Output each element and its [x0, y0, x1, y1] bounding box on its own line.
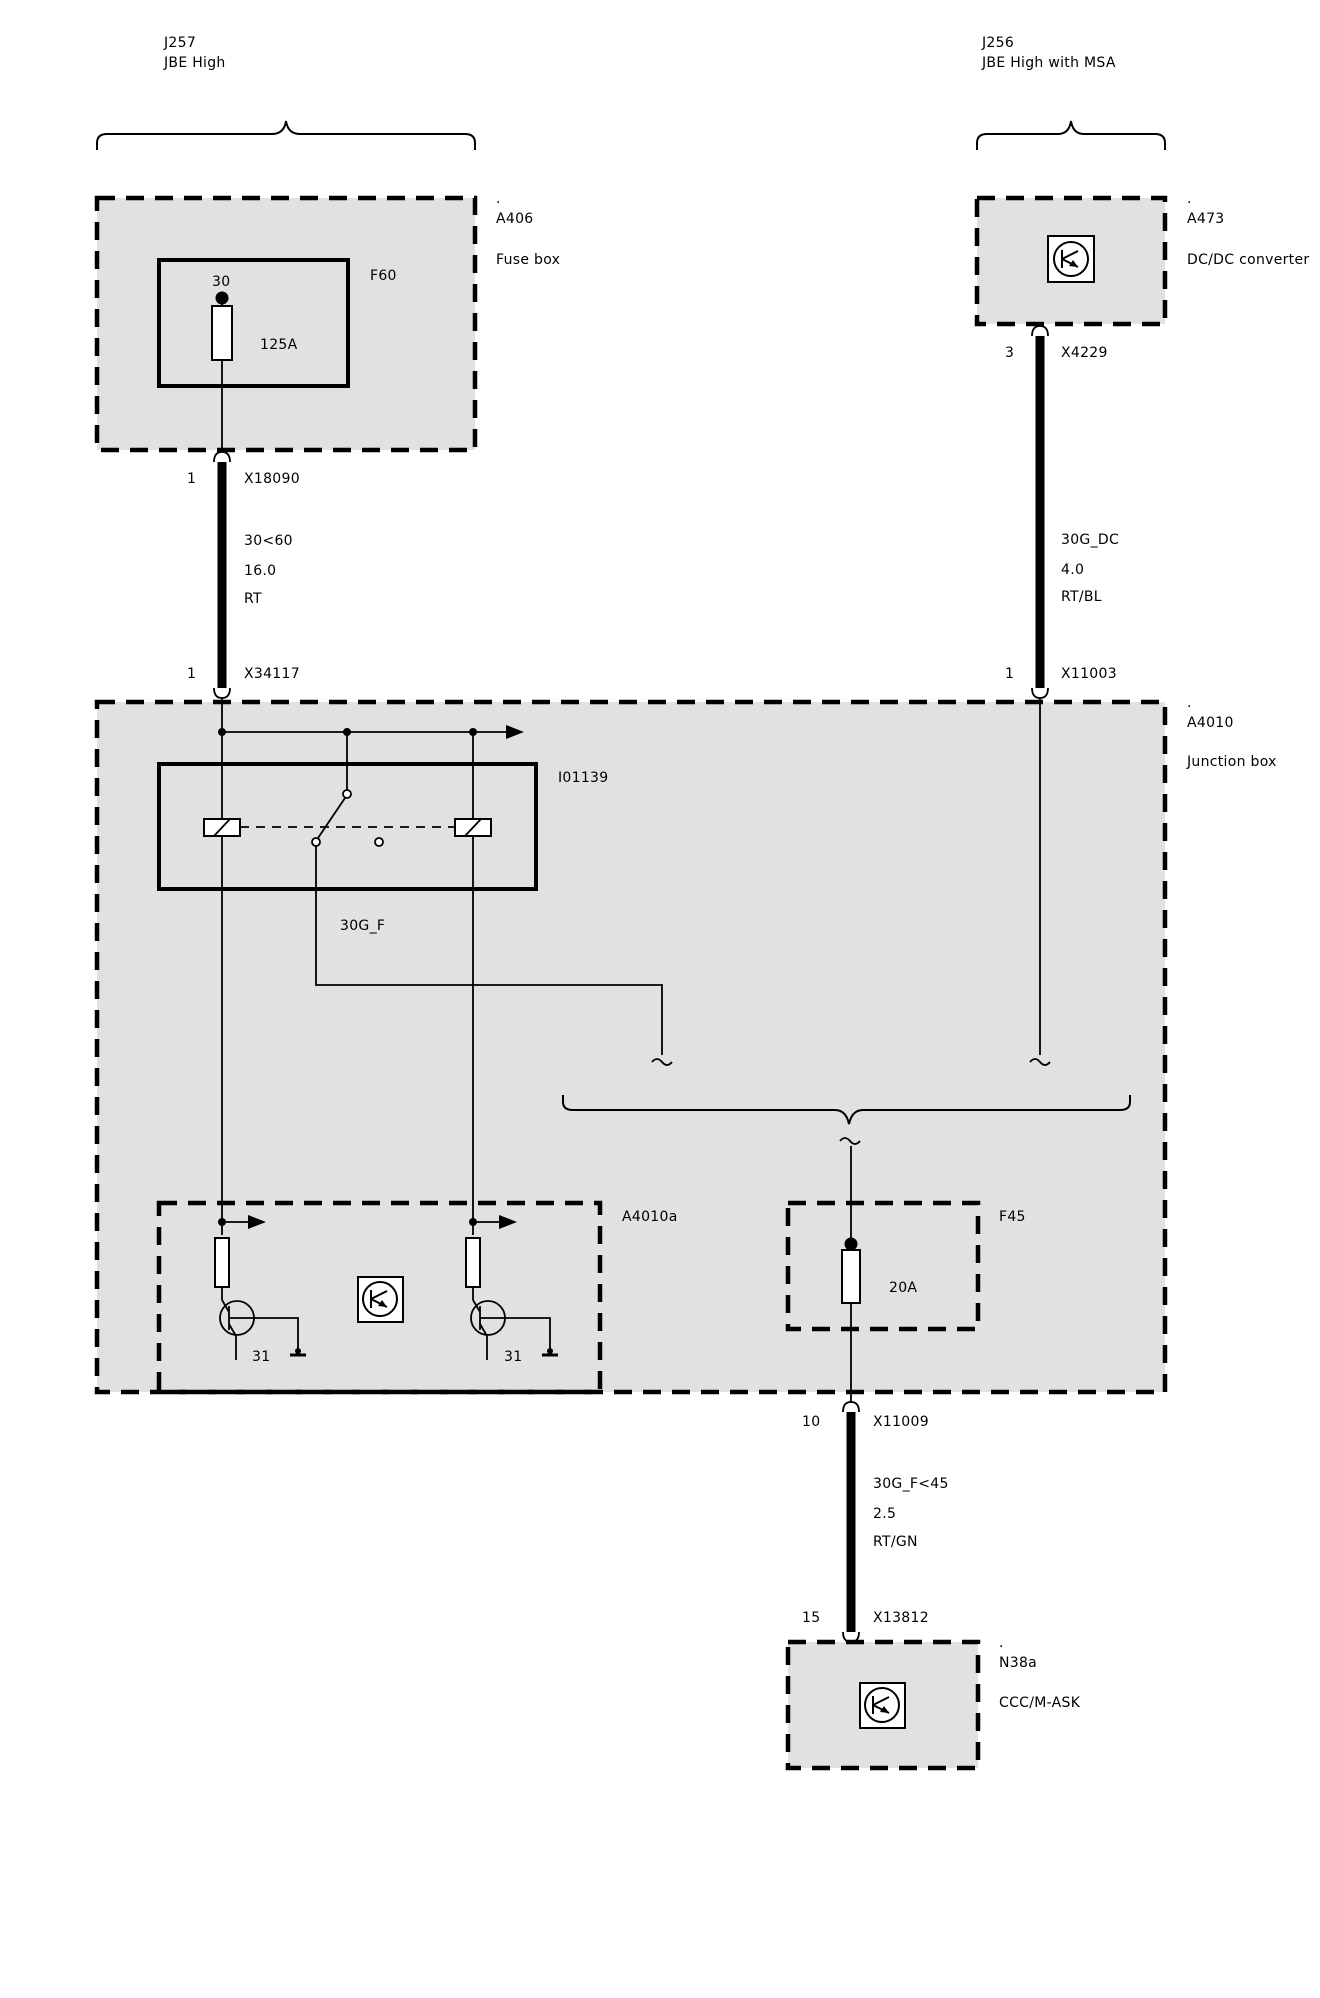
f45-id: F45 [999, 1209, 1026, 1225]
relay-id: I01139 [558, 770, 608, 786]
f45-fuse-outline [785, 1200, 981, 1332]
x34117-pin-icon [213, 687, 231, 699]
x4229-pin-icon [1031, 325, 1049, 337]
relay-switch-arm [317, 797, 346, 839]
ground-left-label: 31 [252, 1349, 270, 1365]
wire3-circuit: 30G_F<45 [873, 1476, 949, 1492]
x18090-pin: 1 [187, 471, 196, 487]
output-right-resistor-icon [465, 1237, 481, 1288]
x11009-id: X11009 [873, 1414, 929, 1430]
a4010a-outline [156, 1200, 603, 1395]
n38a-dot: . [999, 1635, 1004, 1651]
f45-fuse-icon [841, 1249, 861, 1304]
f60-terminal: 30 [212, 274, 230, 290]
x11003-id: X11003 [1061, 666, 1117, 682]
relay-contact-open-icon [374, 837, 384, 847]
output-left-resistor-icon [214, 1237, 230, 1288]
transistor-right-icon [470, 1287, 551, 1360]
transistor-left-icon [219, 1287, 299, 1360]
feed-bus-arrow-icon [506, 725, 524, 739]
wire2-size: 4.0 [1061, 562, 1084, 578]
ground-right-icon [542, 1348, 558, 1357]
f45-terminal-dot [844, 1237, 858, 1251]
output-left-arrow-icon [248, 1215, 266, 1229]
junction-dot [218, 728, 226, 736]
x11009-pin-icon [842, 1401, 860, 1413]
wire3-color: RT/GN [873, 1534, 918, 1550]
x13812-id: X13812 [873, 1610, 929, 1626]
wire-30g-f-break-icon [651, 1058, 673, 1066]
f60-fuse-frame [157, 258, 350, 388]
x18090-pin-icon [213, 451, 231, 463]
wire-30g-dc-break-icon [1029, 1058, 1051, 1066]
f45-rating: 20A [889, 1280, 917, 1296]
wire3-size: 2.5 [873, 1506, 896, 1522]
junction-box-id: A4010 [1187, 715, 1234, 731]
group-left-brace [96, 120, 476, 150]
wire1-size: 16.0 [244, 563, 276, 579]
f60-rating: 125A [260, 337, 298, 353]
x11003-pin-icon [1031, 687, 1049, 699]
junction-box-outline [94, 699, 1168, 1395]
wire2-color: RT/BL [1061, 589, 1102, 605]
dcdc-electronic-icon [1047, 235, 1095, 283]
f60-fuse-icon [211, 305, 233, 361]
group-right-brace [976, 120, 1166, 150]
wire1-circuit: 30<60 [244, 533, 293, 549]
output-left-junction-dot [218, 1218, 226, 1226]
f60-terminal-dot [215, 291, 229, 305]
wire1-color: RT [244, 591, 262, 607]
dcdc-name: DC/DC converter [1187, 252, 1309, 268]
a4010a-electronic-icon [357, 1276, 404, 1323]
a4010a-id: A4010a [622, 1209, 678, 1225]
junction-box-dot: . [1187, 695, 1192, 711]
dcdc-dot: . [1187, 191, 1192, 207]
x13812-pin: 15 [802, 1610, 820, 1626]
merge-break-icon [839, 1137, 861, 1145]
relay-coil-left-diagonal [213, 818, 231, 837]
ground-right-label: 31 [504, 1349, 522, 1365]
wire2-circuit: 30G_DC [1061, 532, 1119, 548]
x18090-id: X18090 [244, 471, 300, 487]
output-right-arrow-icon [499, 1215, 517, 1229]
x34117-id: X34117 [244, 666, 300, 682]
relay-circuit: 30G_F [340, 918, 385, 934]
n38a-electronic-icon [859, 1682, 906, 1729]
fuse-box-id: A406 [496, 211, 534, 227]
x11009-pin: 10 [802, 1414, 820, 1430]
wire-30g-f-internal [315, 846, 663, 1055]
fuse-box-name: Fuse box [496, 252, 560, 268]
dcdc-id: A473 [1187, 211, 1225, 227]
x4229-id: X4229 [1061, 345, 1108, 361]
n38a-name: CCC/M-ASK [999, 1695, 1081, 1711]
group-left-id: J257 [163, 35, 196, 51]
x11003-pin: 1 [1005, 666, 1014, 682]
x34117-pin: 1 [187, 666, 196, 682]
group-right-name: JBE High with MSA [981, 55, 1116, 71]
relay-coil-right-diagonal [464, 818, 482, 837]
group-right-id: J256 [981, 35, 1014, 51]
relay-i01139-frame [157, 762, 538, 891]
junction-box-name: Junction box [1186, 754, 1277, 770]
merge-brace [562, 1095, 1131, 1125]
fuse-box-dot: . [496, 191, 501, 207]
group-left-name: JBE High [163, 55, 226, 71]
ground-left-icon [290, 1348, 306, 1357]
f60-id: F60 [370, 268, 397, 284]
x4229-pin: 3 [1005, 345, 1014, 361]
relay-contact-top-icon [342, 789, 352, 799]
output-right-junction-dot [469, 1218, 477, 1226]
fuse-box-outline [94, 195, 478, 453]
n38a-id: N38a [999, 1655, 1037, 1671]
relay-contact-common-icon [311, 837, 321, 847]
